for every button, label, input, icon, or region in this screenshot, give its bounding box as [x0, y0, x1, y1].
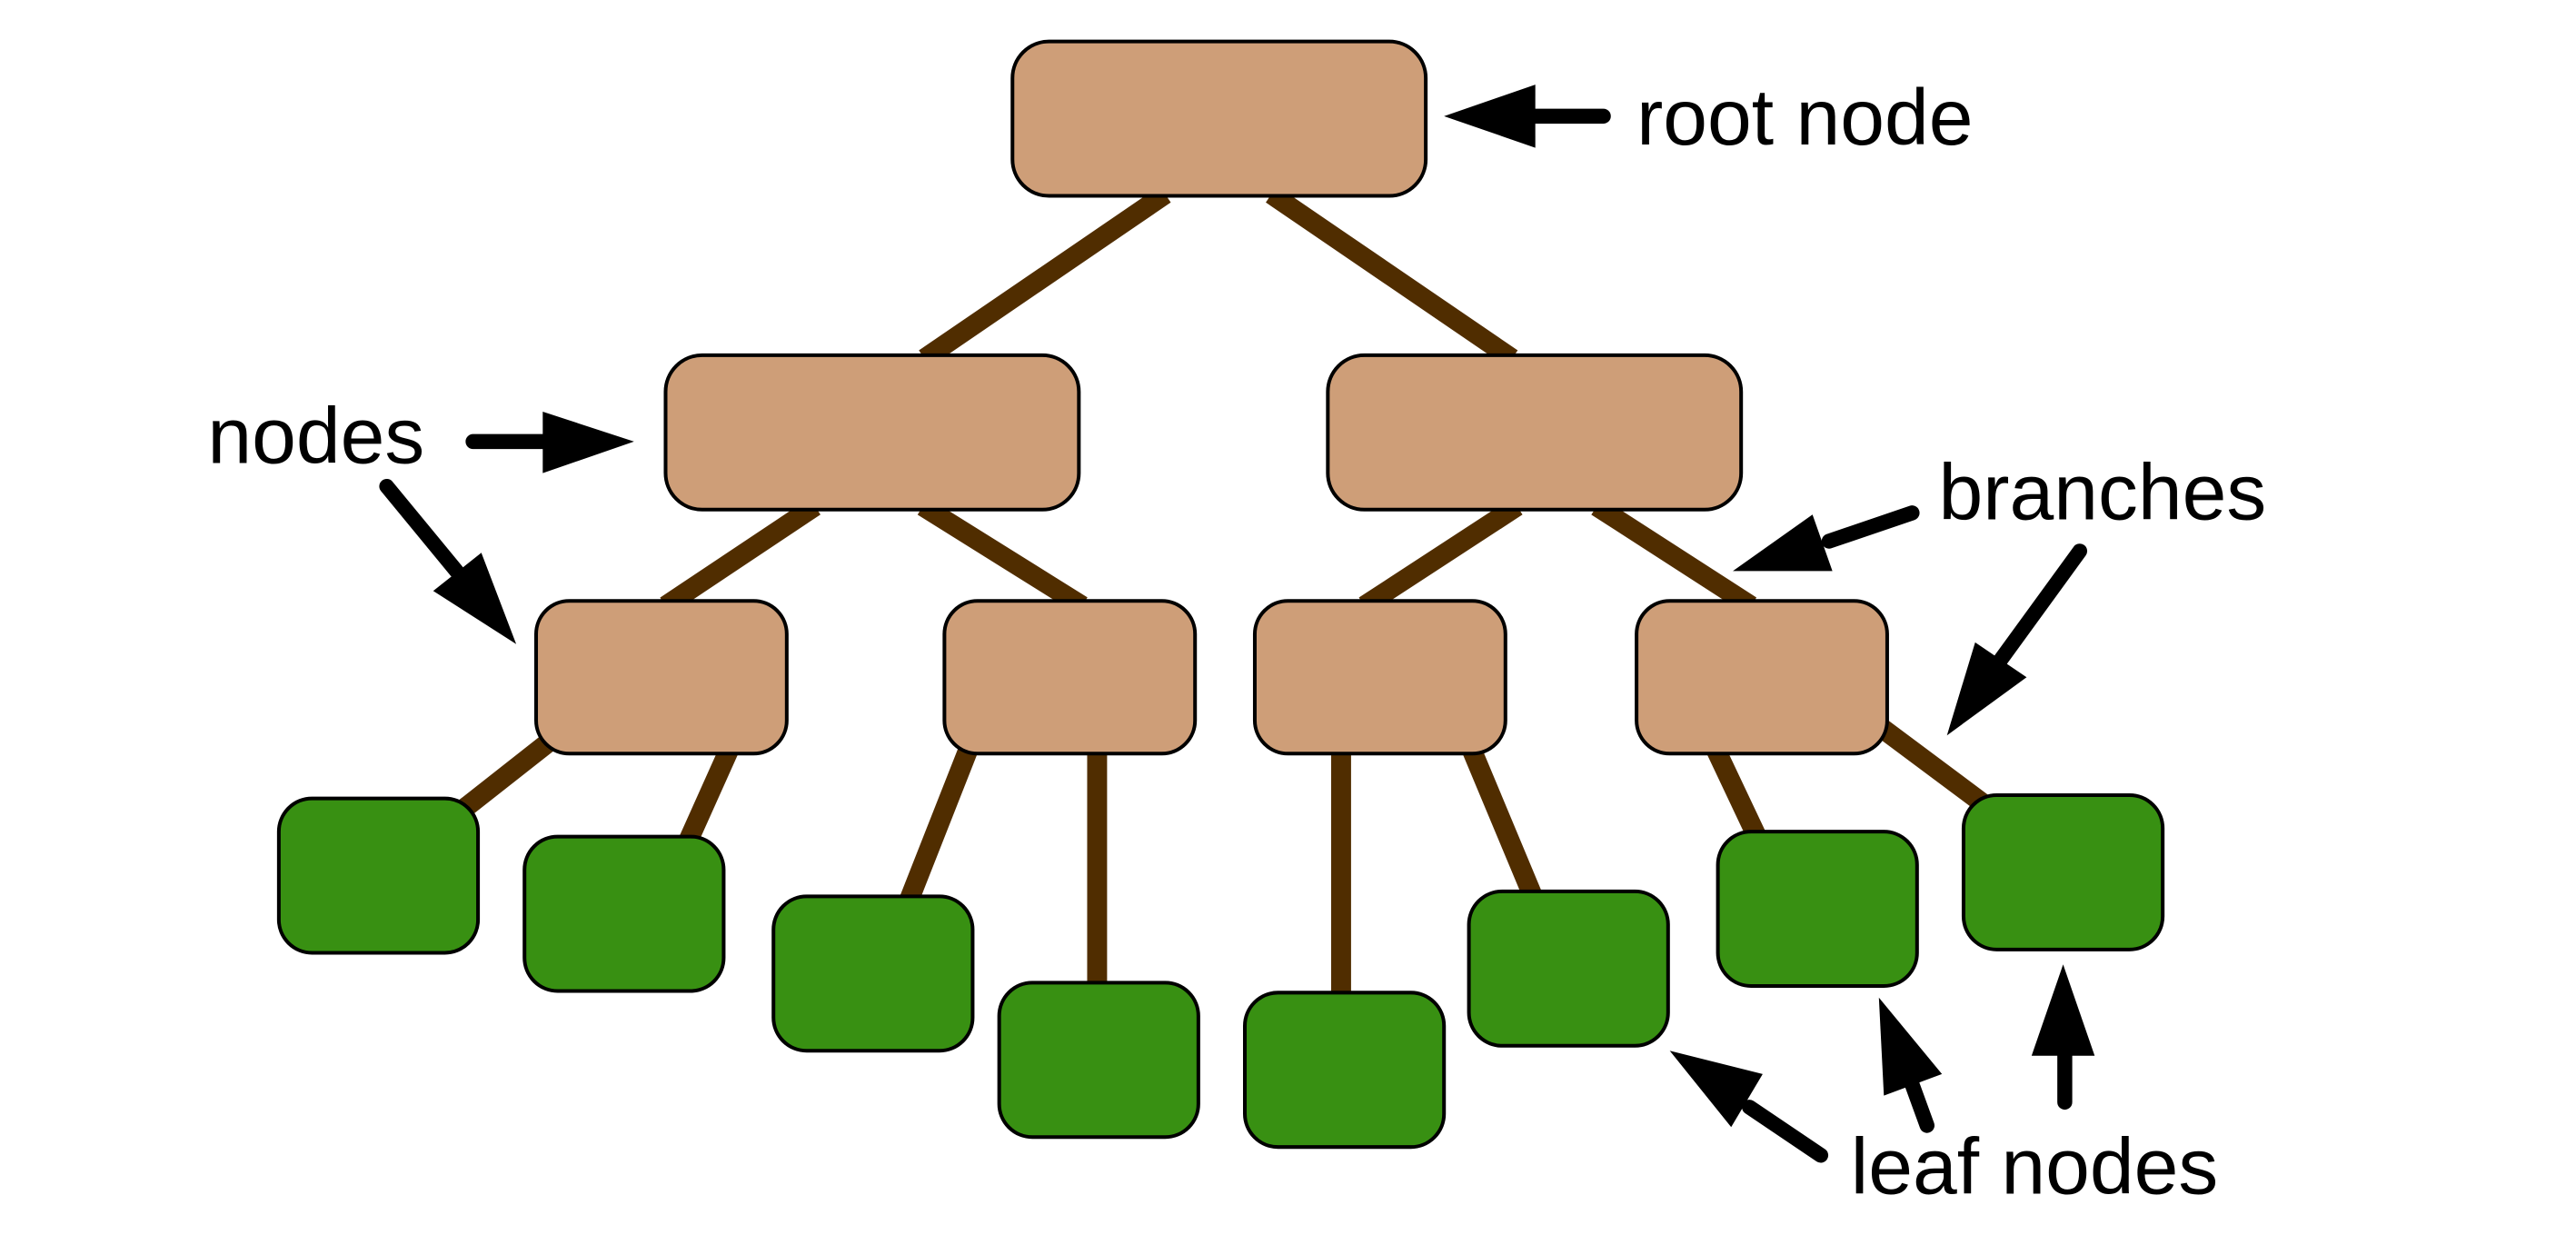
branch-L-LL	[660, 497, 821, 614]
branch-root-L	[919, 185, 1171, 367]
leaf-nodes	[276, 792, 2165, 1150]
branch-R-RR	[1591, 497, 1757, 614]
leaf-node-7	[1716, 830, 1919, 989]
node-level2-4	[1635, 599, 1889, 756]
branch-root-R	[1266, 185, 1518, 367]
internal-nodes	[534, 39, 1889, 756]
labels: root node nodes branches leaf nodes	[207, 73, 2266, 1210]
node-level1-left	[663, 353, 1081, 512]
arrow-icon-leaf-1	[1669, 1051, 1829, 1163]
label-nodes: nodes	[207, 392, 424, 481]
branches	[452, 185, 1992, 1000]
leaf-node-1	[276, 796, 481, 955]
leaf-node-3	[771, 894, 975, 1053]
label-leaf-nodes: leaf nodes	[1851, 1121, 2219, 1210]
node-level2-2	[942, 599, 1198, 756]
arrow-icon-leaf-2	[1878, 997, 1943, 1133]
arrow-icon-leaf-3	[2031, 964, 2095, 1111]
arrow-icon-branches-1	[1733, 505, 1920, 572]
arrow-icon-branches-2	[1946, 543, 2088, 736]
branch-RL-RL2	[1461, 742, 1543, 902]
arrow-icon-nodes-right	[465, 412, 634, 473]
branch-LR-LR1	[898, 742, 979, 907]
label-branches: branches	[1939, 448, 2267, 537]
branch-RR-RR2	[1875, 719, 1992, 813]
leaf-node-2	[522, 834, 726, 993]
label-root-node: root node	[1636, 73, 1973, 162]
node-level2-1	[534, 599, 789, 756]
branch-L-LR	[917, 497, 1088, 615]
node-level2-3	[1252, 599, 1507, 756]
branch-LL-LL1	[452, 732, 558, 822]
leaf-node-5	[1242, 991, 1447, 1150]
annotation-arrows	[379, 85, 2095, 1163]
leaf-node-4	[997, 981, 1200, 1140]
branch-R-RL	[1358, 497, 1523, 614]
leaf-node-6	[1467, 889, 1670, 1048]
branch-LL-LL2	[678, 742, 740, 848]
arrow-icon-nodes-diagonal	[379, 478, 517, 644]
leaf-node-8	[1961, 792, 2165, 951]
root-node	[1010, 39, 1428, 198]
branch-RR-RR1	[1706, 742, 1767, 843]
arrow-icon-root	[1444, 85, 1611, 148]
node-level1-right	[1326, 353, 1744, 512]
